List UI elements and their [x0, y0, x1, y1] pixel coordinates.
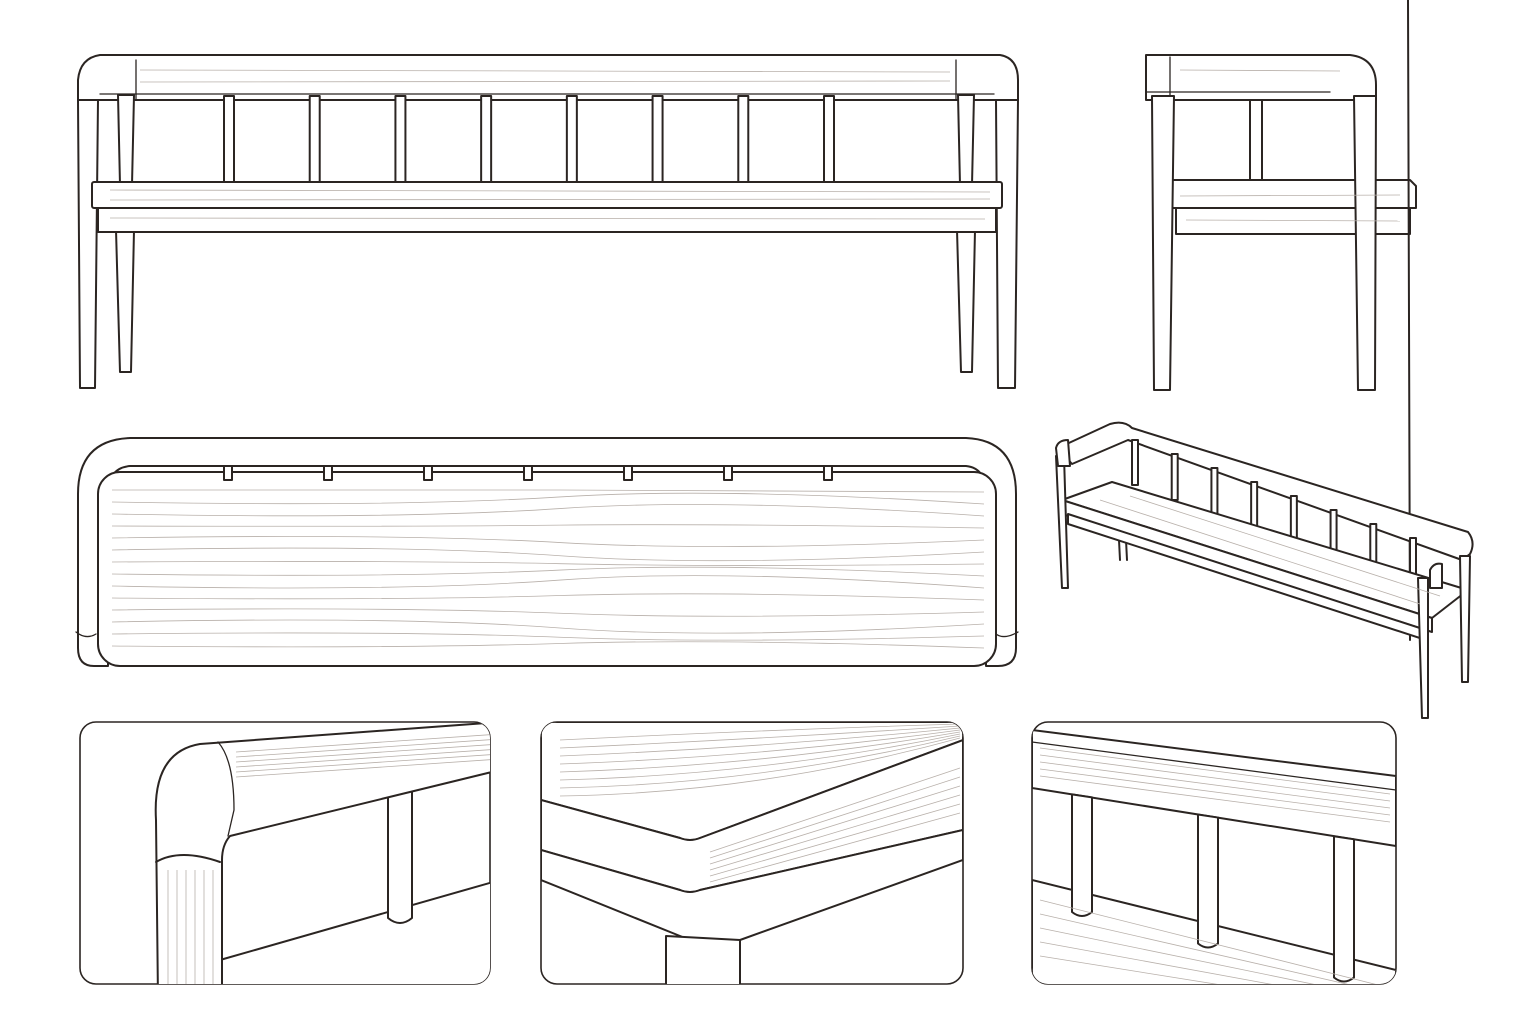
- top-outer-rail: [77, 437, 1017, 667]
- persp-arm-right: [1429, 562, 1443, 589]
- detail2-leg: [665, 935, 741, 984]
- top-grain-line: [112, 489, 985, 493]
- front-elevation-view: [77, 54, 1019, 389]
- front-spindle: [651, 95, 664, 185]
- persp-leg-front-right: [1417, 577, 1429, 719]
- top-grain-line: [111, 504, 985, 517]
- side-leg-front: [1151, 95, 1175, 391]
- top-spindle-stub: [223, 465, 233, 481]
- top-grain-line: [111, 632, 985, 641]
- top-spindle-group: [223, 465, 833, 481]
- side-leg-back: [1353, 95, 1377, 391]
- front-spindle: [737, 95, 750, 185]
- detail-panel-seat-edge: [540, 721, 964, 985]
- persp-arm-left: [1055, 439, 1071, 467]
- top-grain-line: [111, 608, 985, 617]
- front-back-leg-right: [956, 229, 976, 373]
- front-back-leg-left: [115, 229, 135, 373]
- top-grain-line: [111, 566, 985, 577]
- top-spindle-stub: [423, 465, 433, 481]
- top-spindle-stub: [623, 465, 633, 481]
- persp-seat-top: [1061, 481, 1469, 619]
- persp-spindle: [1131, 439, 1139, 486]
- persp-spindle: [1170, 453, 1179, 501]
- top-grain-line: [111, 575, 985, 589]
- front-leg-left: [77, 99, 99, 389]
- front-leg-right: [995, 99, 1019, 389]
- perspective-view: [1055, 0, 1474, 719]
- top-grain-line: [111, 641, 985, 649]
- persp-spindle: [1250, 481, 1259, 531]
- top-grain-line: [111, 524, 985, 529]
- front-arm-post-right: [957, 94, 975, 186]
- top-seat-board: [97, 471, 997, 667]
- top-grain-line: [111, 547, 985, 562]
- top-grain-line: [111, 536, 985, 547]
- front-back-rail: [77, 54, 1019, 101]
- top-seat-grain: [111, 489, 985, 649]
- front-spindle-group: [223, 95, 835, 185]
- side-elevation-view: [1145, 54, 1417, 391]
- top-grain-line: [111, 619, 985, 634]
- detail3-spindle: [1071, 793, 1093, 917]
- front-spindle: [480, 95, 493, 185]
- top-spindle-stub: [823, 465, 833, 481]
- top-spindle-stub: [323, 465, 333, 481]
- detail-panel-corner-joint: [79, 721, 491, 985]
- persp-back-rail: [1057, 421, 1474, 561]
- top-grain-line: [111, 561, 985, 566]
- detail3-spindle: [1333, 835, 1355, 983]
- side-seat-top: [1169, 179, 1417, 209]
- detail3-spindle: [1197, 813, 1219, 949]
- detail1-rail: [154, 722, 490, 984]
- front-spindle: [223, 95, 235, 185]
- front-seat-apron: [97, 207, 997, 233]
- front-arm-post-left: [117, 94, 135, 186]
- top-grain-line: [111, 593, 985, 601]
- front-spindle: [565, 95, 578, 185]
- front-spindle: [394, 95, 407, 185]
- top-grain-line: [111, 492, 985, 505]
- persp-leg-front-left: [1055, 455, 1069, 589]
- front-seat-top: [91, 181, 1003, 209]
- side-spindle: [1249, 99, 1263, 183]
- top-plan-view: [75, 437, 1019, 667]
- detail1-spindle: [387, 779, 413, 924]
- top-spindle-stub: [523, 465, 533, 481]
- side-rail: [1145, 54, 1377, 101]
- top-spindle-stub: [723, 465, 733, 481]
- front-spindle: [308, 95, 321, 185]
- persp-leg-back-right: [1459, 555, 1471, 683]
- front-spindle: [823, 95, 835, 185]
- detail-panel-spindles: [1031, 721, 1397, 985]
- persp-spindle: [1210, 467, 1219, 516]
